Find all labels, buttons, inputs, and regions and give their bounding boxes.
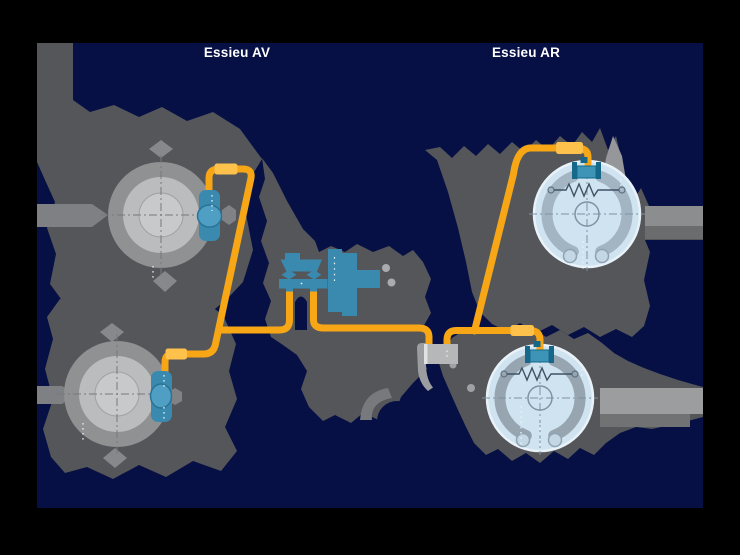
pipe-sleeve bbox=[165, 348, 187, 360]
cylinder-body bbox=[529, 349, 550, 363]
limiter-highlight bbox=[424, 344, 428, 364]
front-axle-label: Essieu AV bbox=[204, 45, 270, 60]
limiter-lever bbox=[417, 343, 433, 391]
master-cylinder-body bbox=[279, 279, 328, 289]
cylinder-cap bbox=[596, 162, 601, 179]
dotted-detail bbox=[300, 282, 303, 285]
pipe-sleeve bbox=[510, 325, 534, 336]
brake-lines bbox=[161, 144, 592, 375]
pipe-sleeves bbox=[165, 142, 583, 360]
mounting-bolt bbox=[382, 264, 390, 272]
brake-line-rear-feed bbox=[310, 284, 433, 350]
drum-hub bbox=[527, 385, 553, 411]
cylinder-cap bbox=[525, 346, 530, 363]
anchor-pin bbox=[515, 432, 531, 448]
rear-axle-bar bbox=[600, 388, 703, 414]
front-lower-caliper bbox=[149, 371, 173, 422]
front-upper-disc-brake bbox=[101, 155, 221, 278]
reservoir-valve bbox=[306, 270, 322, 280]
pipe-sleeve bbox=[214, 163, 238, 175]
outlet-port bbox=[310, 288, 317, 292]
anchor-pin bbox=[547, 432, 563, 448]
rear-lower-drum-brake bbox=[482, 339, 598, 455]
rear-upper-wheel-cylinder bbox=[572, 157, 601, 179]
cylinder-cap bbox=[572, 162, 577, 179]
outlet-port bbox=[286, 288, 293, 292]
front-lower-disc-brake bbox=[57, 334, 177, 454]
suspension-arm-arrow bbox=[37, 204, 108, 227]
rear-lower-wheel-cylinder bbox=[525, 341, 554, 363]
drum-hub bbox=[574, 201, 600, 227]
upper-joint-diamond bbox=[149, 140, 173, 158]
cylinder-cap bbox=[549, 346, 554, 363]
caliper-piston bbox=[196, 204, 223, 228]
upper-joint-diamond bbox=[100, 323, 124, 342]
pedal-arm bbox=[360, 388, 392, 420]
dotted-detail bbox=[520, 364, 583, 447]
brake-line-rear-lower bbox=[443, 327, 544, 353]
rear-axle-bar-shadow bbox=[645, 226, 703, 239]
hub-nut-hex bbox=[222, 205, 236, 225]
brake-line-front-feed bbox=[215, 284, 293, 334]
limiter-body bbox=[424, 344, 458, 364]
brake-limiter-valve bbox=[417, 343, 458, 391]
lower-joint-diamond bbox=[153, 271, 177, 292]
cylinder-inlet bbox=[533, 341, 541, 347]
anchor-pin bbox=[594, 248, 610, 264]
mounting-bolt bbox=[467, 384, 475, 392]
reservoir-valve bbox=[281, 270, 297, 280]
cylinder-body bbox=[576, 165, 597, 179]
reservoir-cap bbox=[285, 253, 300, 260]
master-cylinder-assembly bbox=[279, 249, 380, 316]
mounting-bolt bbox=[387, 278, 396, 287]
booster-body bbox=[342, 253, 357, 316]
return-spring bbox=[507, 366, 572, 382]
pipe-sleeve bbox=[556, 142, 583, 154]
return-spring bbox=[554, 182, 619, 198]
pedal-cutout bbox=[377, 401, 417, 441]
booster-pushrod-housing bbox=[357, 270, 380, 288]
caliper-piston bbox=[149, 383, 173, 409]
cylinder-inlet bbox=[580, 157, 588, 163]
rear-upper-drum-brake bbox=[529, 155, 645, 271]
brake-line-rear-upper bbox=[471, 144, 592, 335]
lower-joint-diamond bbox=[103, 448, 127, 468]
anchor-pin bbox=[562, 248, 578, 264]
fluid-reservoir bbox=[280, 259, 322, 272]
front-upper-caliper bbox=[196, 190, 223, 241]
pipe-arch-cutout bbox=[295, 296, 307, 330]
rear-axle-label: Essieu AR bbox=[492, 45, 560, 60]
rear-axle-bar bbox=[645, 206, 703, 226]
rear-axle-bar-shadow bbox=[600, 414, 690, 427]
